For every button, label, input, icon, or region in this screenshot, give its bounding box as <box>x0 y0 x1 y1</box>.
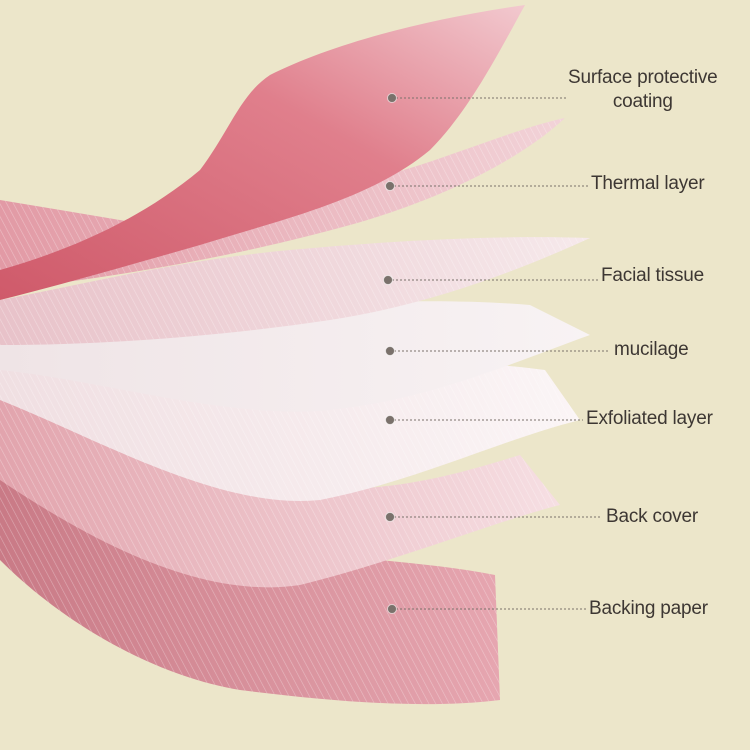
marker-dot-thermal <box>385 181 395 191</box>
marker-dot-backing <box>387 604 397 614</box>
leader-lines <box>383 93 610 614</box>
label-mucilage: mucilage <box>614 339 689 360</box>
marker-dot-back-cover <box>385 512 395 522</box>
label-back-cover: Back cover <box>606 506 698 527</box>
label-facial-tissue: Facial tissue <box>601 265 704 286</box>
label-thermal-layer: Thermal layer <box>591 173 705 194</box>
marker-dot-exfoliated <box>385 415 395 425</box>
label-backing-paper: Backing paper <box>589 598 708 619</box>
label-exfoliated-layer: Exfoliated layer <box>586 408 713 429</box>
marker-dot-surface <box>387 93 397 103</box>
marker-dot-facial <box>383 275 393 285</box>
exfoliated-layer-sheet <box>0 361 580 501</box>
surface-protective-coating-sheet <box>0 5 525 300</box>
label-surface-protective-coating: Surface protective coating <box>568 67 718 112</box>
marker-dot-mucilage <box>385 346 395 356</box>
facial-tissue-sheet <box>0 237 590 345</box>
